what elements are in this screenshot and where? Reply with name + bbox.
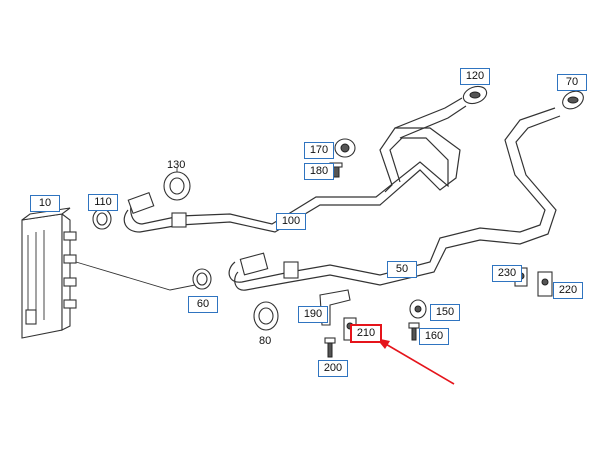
seal-ring-60-part xyxy=(192,268,212,290)
callout-60[interactable]: 60 xyxy=(188,296,218,313)
callout-230[interactable]: 230 xyxy=(492,265,522,282)
hose-50-part xyxy=(228,107,561,291)
label-80: 80 xyxy=(259,335,272,347)
bracket-220-part xyxy=(537,271,553,297)
label-130: 130 xyxy=(167,159,186,171)
clip-150-part xyxy=(409,299,427,319)
hose-100-part xyxy=(123,97,467,233)
callout-120[interactable]: 120 xyxy=(460,68,490,85)
callout-160[interactable]: 160 xyxy=(419,328,449,345)
clamp-130-part xyxy=(163,168,191,201)
grommet-120-part xyxy=(462,85,488,105)
callout-100[interactable]: 100 xyxy=(276,213,306,230)
callout-210[interactable]: 210 xyxy=(350,324,382,343)
callout-110[interactable]: 110 xyxy=(88,194,118,211)
callout-190[interactable]: 190 xyxy=(298,306,328,323)
callout-180[interactable]: 180 xyxy=(304,163,334,180)
callout-170[interactable]: 170 xyxy=(304,142,334,159)
seal-ring-110-part xyxy=(92,208,112,230)
clip-170-part xyxy=(334,138,356,158)
oil-cooler-part xyxy=(21,207,77,339)
callout-70[interactable]: 70 xyxy=(557,74,587,91)
callout-200[interactable]: 200 xyxy=(318,360,348,377)
callout-50[interactable]: 50 xyxy=(387,261,417,278)
bolt-160-part xyxy=(408,322,420,341)
clamp-80-part xyxy=(253,301,279,331)
bolt-200-part xyxy=(324,337,336,358)
callout-150[interactable]: 150 xyxy=(430,304,460,321)
callout-10[interactable]: 10 xyxy=(30,195,60,212)
grommet-70-part xyxy=(562,90,584,110)
callout-220[interactable]: 220 xyxy=(553,282,583,299)
